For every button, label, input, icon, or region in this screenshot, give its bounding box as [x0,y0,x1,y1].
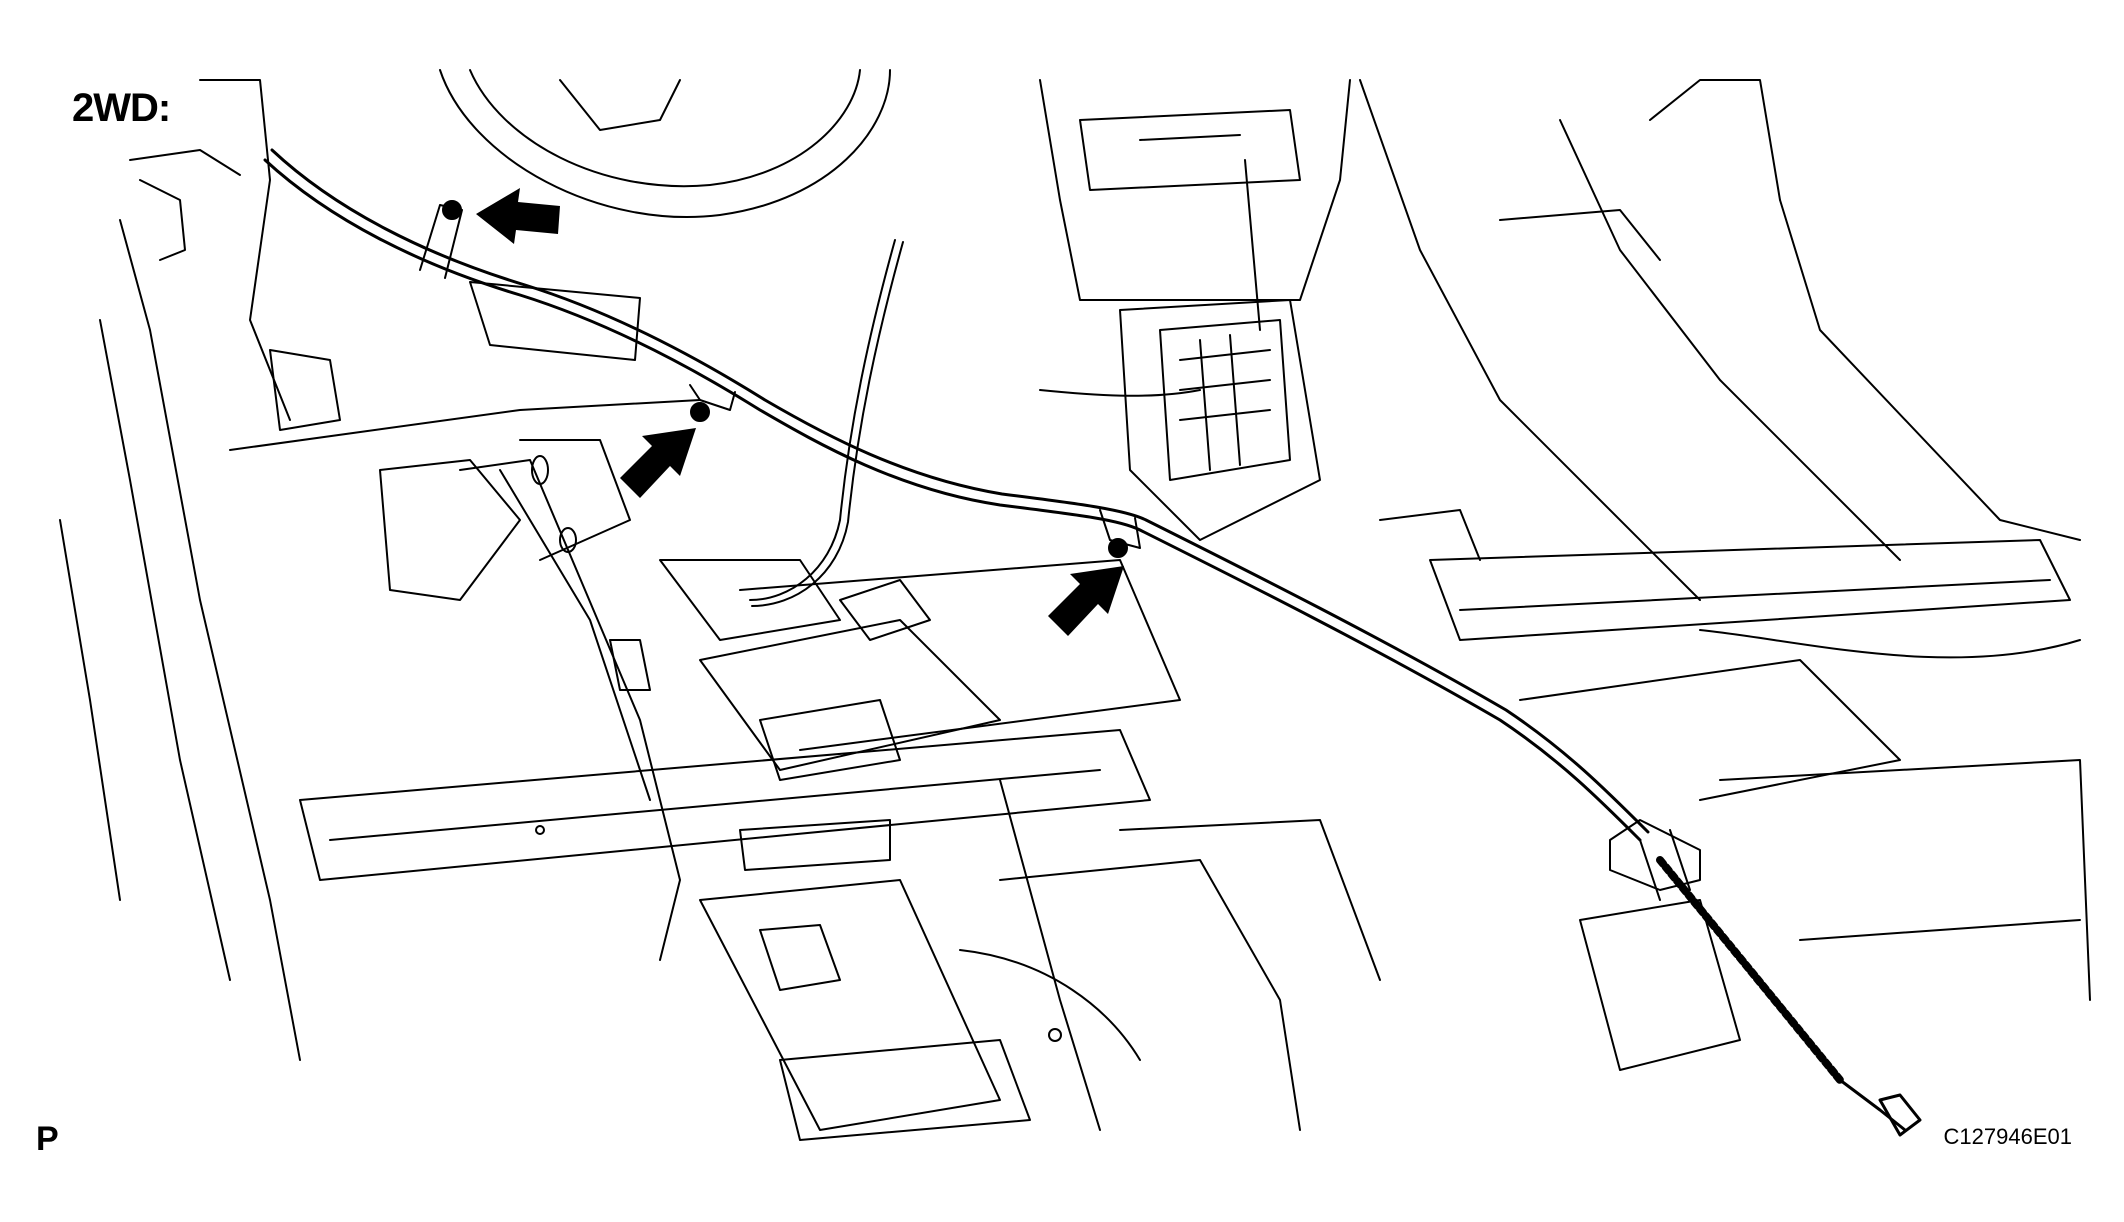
parking-brake-cable-icon [263,148,1922,1137]
corner-mark: P [36,1120,59,1158]
figure-id: C127946E01 [1943,1124,2072,1149]
cable-bracket-rear [1609,819,1701,901]
right-floor-structure [1359,79,2091,1071]
cable-clamp-upper [419,200,641,361]
variant-label: 2WD: [72,86,171,130]
arrow-icon [476,188,1124,636]
steering-wheel [439,69,891,219]
rear-floor-structure [699,779,1381,1141]
cable-clamp-middle [689,384,736,422]
bolt-icon [690,402,710,422]
left-dash-structure [59,79,701,1061]
bolt-icon [442,200,462,220]
floor-tunnel [459,455,1181,961]
front-crossmember [299,729,1151,881]
arrow-clamp-lower [1048,566,1124,636]
arrow-clamp-upper [476,188,560,244]
bolt-icon [1108,538,1128,558]
cable-clamp-lower [1099,509,1141,558]
brake-pipe [749,239,2081,1061]
arrow-clamp-middle [620,428,696,498]
center-console [1039,79,1351,541]
